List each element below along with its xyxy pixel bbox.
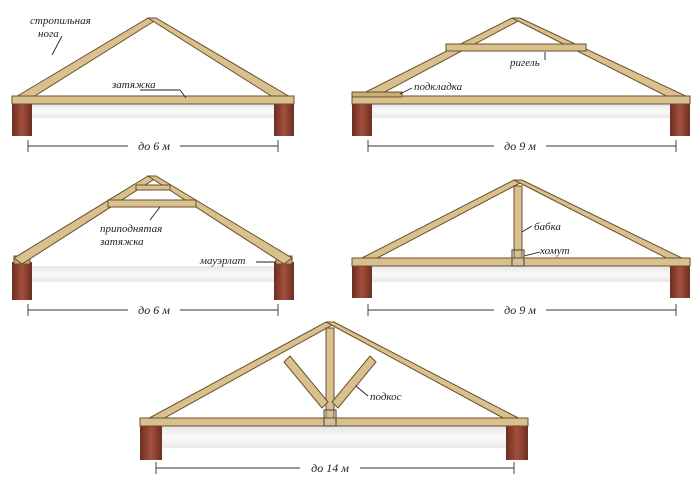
label-wallplate: мауэрлат xyxy=(199,255,245,267)
ceiling-panel xyxy=(28,266,278,282)
label-strut: подкос xyxy=(370,391,402,403)
pad xyxy=(351,91,403,98)
collar-beam xyxy=(445,43,587,52)
leader-raised-tie xyxy=(149,206,161,221)
span-label: до 6 м xyxy=(138,303,170,317)
left-wall xyxy=(140,420,162,460)
rafter-left xyxy=(352,179,524,267)
raised-tie xyxy=(107,199,197,208)
right-wall xyxy=(670,98,690,136)
strut-right xyxy=(331,355,377,409)
diagram-trusses-9m-collar: ригель подкладка до 9 м xyxy=(351,17,691,153)
leader-clamp xyxy=(523,251,541,257)
diagram-trusses-9m-king: бабка хомут до 9 м xyxy=(351,179,692,317)
label-king-post: бабка xyxy=(534,221,561,233)
rafter-right xyxy=(146,175,293,265)
strut-left xyxy=(283,355,329,409)
label-clamp: хомут xyxy=(539,245,570,257)
rafter-left xyxy=(13,17,158,105)
label-collar: ригель xyxy=(509,57,540,69)
rafter-left xyxy=(13,175,158,265)
ceiling-panel xyxy=(368,104,676,118)
leader-rafter xyxy=(51,35,63,56)
right-wall xyxy=(274,98,294,136)
clamp xyxy=(323,409,337,427)
right-wall xyxy=(506,420,528,460)
ceiling-panel xyxy=(156,426,516,448)
leader-strut xyxy=(355,385,369,397)
clamp xyxy=(511,249,525,267)
right-wall xyxy=(670,260,690,298)
rafter-right xyxy=(146,17,293,105)
left-wall xyxy=(12,98,32,136)
span-label: до 14 м xyxy=(311,461,349,475)
span-label: до 9 м xyxy=(504,303,536,317)
left-wall xyxy=(352,260,372,298)
upper-tie xyxy=(135,184,171,191)
label-pad: подкладка xyxy=(414,81,463,93)
tie-beam xyxy=(11,95,295,105)
left-wall xyxy=(352,98,372,136)
diagram-trusses-14m: подкос до 14 м xyxy=(139,321,529,475)
ceiling-panel xyxy=(28,104,278,118)
leader-tie xyxy=(140,89,187,99)
king-post xyxy=(325,327,335,421)
leader-pad xyxy=(399,87,413,95)
tie-beam xyxy=(351,257,691,267)
king-post xyxy=(513,185,523,261)
leader-king-post xyxy=(521,225,533,233)
right-wall xyxy=(274,262,294,300)
tie-beam xyxy=(139,417,529,427)
label-tie: затяжка xyxy=(111,79,156,91)
span-label: до 6 м xyxy=(138,139,170,153)
ceiling-panel xyxy=(368,266,676,282)
span-label: до 9 м xyxy=(504,139,536,153)
tie-beam xyxy=(351,95,691,105)
left-wall xyxy=(12,262,32,300)
